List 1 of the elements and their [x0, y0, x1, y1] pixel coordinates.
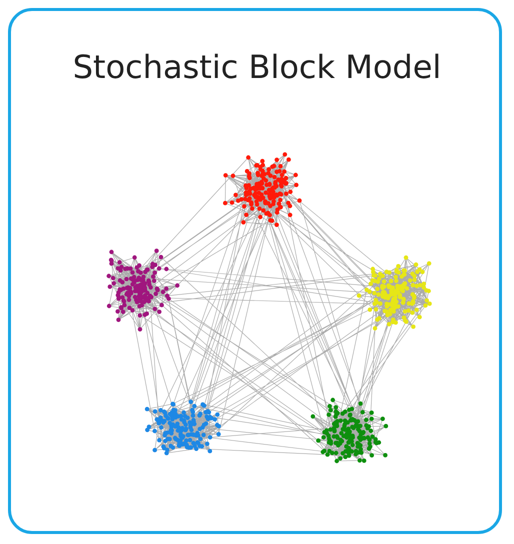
- diagram-title: Stochastic Block Model: [72, 48, 442, 86]
